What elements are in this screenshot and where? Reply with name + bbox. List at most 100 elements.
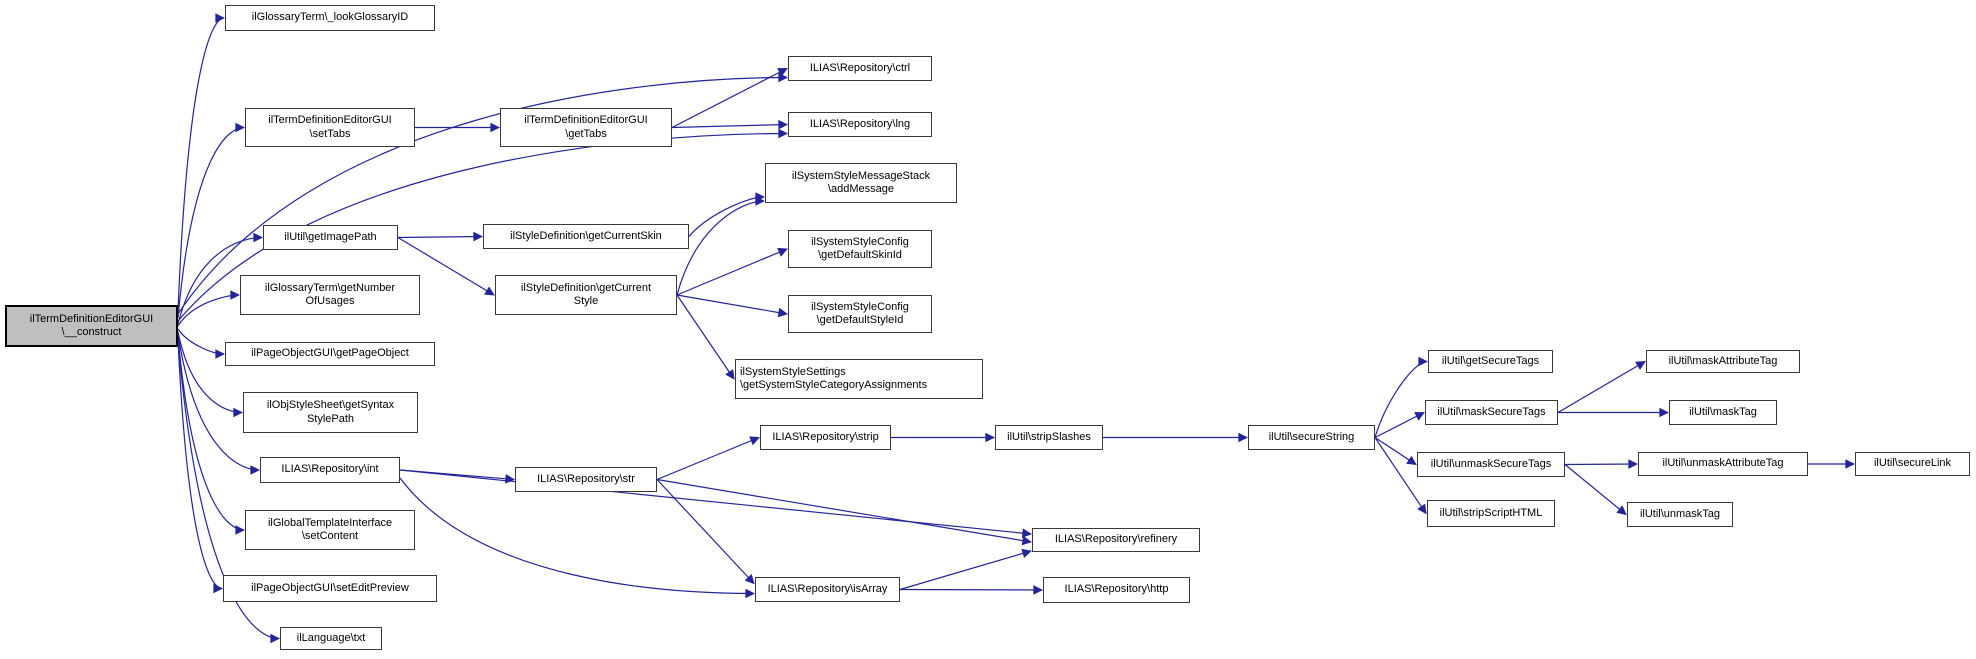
- graph-node-label: ilUtil\maskTag: [1689, 405, 1757, 418]
- graph-node-http[interactable]: ILIAS\Repository\http: [1043, 577, 1190, 603]
- graph-node-label: ilGlobalTemplateInterface: [267, 516, 393, 529]
- edge-construct-setTabs: [177, 122, 245, 319]
- graph-node-addMessage[interactable]: ilSystemStyleMessageStack\addMessage: [765, 163, 957, 203]
- graph-node-label: ilObjStyleSheet\getSyntax: [266, 399, 395, 412]
- graph-node-label: ilTermDefinitionEditorGUI: [524, 114, 648, 127]
- edge-construct-lookGlossaryID: [177, 13, 225, 312]
- graph-node-construct: ilTermDefinitionEditorGUI\__construct: [5, 305, 178, 347]
- graph-node-label: ILIAS\Repository\http: [1064, 583, 1169, 596]
- graph-node-label: ilUtil\stripSlashes: [1007, 430, 1091, 443]
- graph-node-str[interactable]: ILIAS\Repository\str: [515, 467, 657, 492]
- edge-int-refinery: [399, 469, 1032, 538]
- graph-node-label: ILIAS\Repository\lng: [809, 117, 911, 130]
- edge-getCurrentStyle-addMessage: [676, 196, 765, 296]
- graph-node-unmaskAttributeTag[interactable]: ilUtil\unmaskAttributeTag: [1638, 452, 1808, 476]
- graph-node-setContent[interactable]: ilGlobalTemplateInterface\setContent: [245, 510, 415, 550]
- graph-node-stripScriptHTML[interactable]: ilUtil\stripScriptHTML: [1427, 500, 1555, 527]
- graph-node-maskTag[interactable]: ilUtil\maskTag: [1669, 400, 1777, 425]
- graph-node-label: ilStyleDefinition\getCurrent: [520, 281, 652, 294]
- edge-int-isArray: [399, 477, 755, 599]
- edge-construct-getPageObject: [177, 328, 225, 359]
- edge-str-strip: [656, 436, 760, 481]
- graph-node-label: ILIAS\Repository\int: [281, 463, 379, 476]
- graph-node-secureString[interactable]: ilUtil\secureString: [1248, 425, 1375, 450]
- graph-node-label: OfUsages: [305, 295, 355, 307]
- graph-node-getDefaultStyleId[interactable]: ilSystemStyleConfig\getDefaultStyleId: [788, 295, 932, 333]
- graph-node-label: \setContent: [301, 530, 359, 542]
- edge-unmaskSecureTags-unmaskAttributeTag: [1564, 459, 1638, 469]
- edge-construct-setEditPreview: [177, 338, 223, 594]
- graph-node-txt[interactable]: ilLanguage\txt: [280, 627, 382, 650]
- graph-node-label: ilPageObjectGUI\getPageObject: [251, 347, 409, 360]
- graph-node-label: Style: [573, 295, 599, 307]
- graph-node-lookGlossaryID[interactable]: ilGlossaryTerm\_lookGlossaryID: [225, 5, 435, 31]
- graph-node-secureLink[interactable]: ilUtil\secureLink: [1855, 452, 1970, 476]
- graph-node-label: ilUtil\unmaskAttributeTag: [1662, 457, 1784, 470]
- graph-node-label: ilUtil\maskSecureTags: [1437, 405, 1546, 418]
- graph-node-label: ilSystemStyleSettings: [740, 365, 846, 378]
- graph-node-label: ilTermDefinitionEditorGUI: [268, 114, 392, 127]
- graph-node-setTabs[interactable]: ilTermDefinitionEditorGUI\setTabs: [245, 108, 415, 147]
- graph-node-label: ilUtil\unmaskSecureTags: [1430, 457, 1552, 470]
- edge-secureString-getSecureTags: [1374, 356, 1428, 438]
- graph-node-styleCatAssign[interactable]: ilSystemStyleSettings\getSystemStyleCate…: [735, 359, 983, 399]
- graph-node-unmaskSecureTags[interactable]: ilUtil\unmaskSecureTags: [1417, 452, 1565, 477]
- graph-node-setEditPreview[interactable]: ilPageObjectGUI\setEditPreview: [223, 575, 437, 602]
- edge-maskSecureTags-maskAttributeTag: [1557, 360, 1646, 414]
- graph-node-strip[interactable]: ILIAS\Repository\strip: [760, 425, 891, 450]
- graph-node-label: \getSystemStyleCategoryAssignments: [740, 379, 928, 391]
- graph-node-label: ilGlossaryTerm\_lookGlossaryID: [251, 11, 409, 24]
- edge-secureString-maskSecureTags: [1374, 411, 1425, 439]
- edge-getCurrentStyle-styleCatAssign: [676, 294, 735, 380]
- graph-node-maskSecureTags[interactable]: ilUtil\maskSecureTags: [1425, 400, 1558, 425]
- graph-node-label: ilStyleDefinition\getCurrentSkin: [510, 229, 662, 242]
- edge-getCurrentSkin-addMessage: [688, 192, 765, 237]
- edge-isArray-refinery: [899, 548, 1032, 591]
- graph-node-label: ilUtil\maskAttributeTag: [1668, 354, 1778, 367]
- edge-int-str: [399, 469, 515, 484]
- graph-node-lng[interactable]: ILIAS\Repository\lng: [788, 112, 932, 137]
- edge-secureString-unmaskSecureTags: [1374, 436, 1417, 466]
- edge-getTabs-ctrl: [671, 67, 788, 129]
- graph-node-getSecureTags[interactable]: ilUtil\getSecureTags: [1428, 350, 1553, 373]
- graph-node-label: ilGlossaryTerm\getNumber: [264, 281, 396, 294]
- graph-node-label: ILIAS\Repository\ctrl: [809, 61, 911, 74]
- graph-node-label: ilSystemStyleConfig: [811, 300, 909, 313]
- edge-getCurrentStyle-getDefaultStyleId: [676, 294, 788, 318]
- edge-isArray-http: [899, 585, 1043, 595]
- graph-node-label: ILIAS\Repository\strip: [772, 430, 879, 443]
- edge-getTabs-lng: [671, 119, 788, 130]
- graph-node-getCurrentSkin[interactable]: ilStyleDefinition\getCurrentSkin: [483, 224, 689, 249]
- graph-node-label: ilUtil\secureString: [1268, 430, 1355, 443]
- edge-str-refinery: [656, 478, 1032, 546]
- graph-node-label: ilPageObjectGUI\setEditPreview: [251, 581, 409, 594]
- graph-node-label: \getDefaultSkinId: [818, 249, 902, 261]
- graph-node-label: ilSystemStyleMessageStack: [791, 169, 931, 182]
- graph-node-getImagePath[interactable]: ilUtil\getImagePath: [263, 225, 398, 250]
- graph-node-getPageObject[interactable]: ilPageObjectGUI\getPageObject: [225, 342, 435, 366]
- graph-node-stripSlashes[interactable]: ilUtil\stripSlashes: [995, 425, 1103, 450]
- graph-node-maskAttributeTag[interactable]: ilUtil\maskAttributeTag: [1646, 350, 1800, 373]
- edge-construct-getNumberOfUsages: [177, 290, 240, 327]
- graph-node-label: ilTermDefinitionEditorGUI: [29, 312, 154, 325]
- graph-node-label: StylePath: [306, 412, 355, 425]
- graph-node-label: \getTabs: [565, 127, 607, 140]
- graph-node-isArray[interactable]: ILIAS\Repository\isArray: [755, 577, 900, 602]
- graph-node-unmaskTag[interactable]: ilUtil\unmaskTag: [1627, 502, 1733, 527]
- graph-node-getTabs[interactable]: ilTermDefinitionEditorGUI\getTabs: [500, 108, 672, 147]
- graph-node-label: ILIAS\Repository\str: [537, 472, 635, 485]
- graph-node-getDefaultSkinId[interactable]: ilSystemStyleConfig\getDefaultSkinId: [788, 230, 932, 268]
- edge-getCurrentStyle-getDefaultSkinId: [676, 247, 788, 296]
- edge-getImagePath-getCurrentSkin: [397, 231, 483, 242]
- graph-node-ctrl[interactable]: ILIAS\Repository\ctrl: [788, 56, 932, 81]
- graph-node-refinery[interactable]: ILIAS\Repository\refinery: [1032, 528, 1200, 552]
- graph-node-label: ilUtil\getSecureTags: [1441, 354, 1540, 367]
- graph-node-label: ilSystemStyleConfig: [811, 235, 909, 248]
- graph-node-label: ilUtil\unmaskTag: [1639, 507, 1721, 520]
- graph-node-int[interactable]: ILIAS\Repository\int: [260, 457, 400, 483]
